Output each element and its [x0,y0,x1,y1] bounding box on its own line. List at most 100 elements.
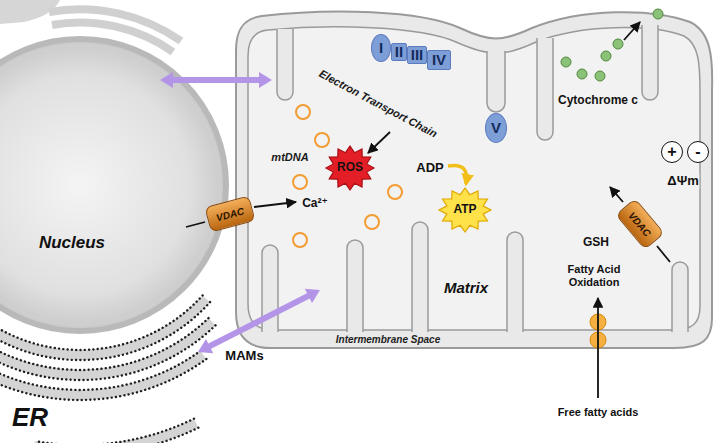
envelope-fragment [52,23,173,52]
flow-arrow [624,22,640,40]
cytochrome-dot [561,57,571,67]
connector-line [172,77,260,83]
complex-iv: IV [427,50,451,70]
endoplasmic-reticulum: ER [0,260,225,443]
envelope-fragment [0,0,181,52]
cytochrome-dot [595,71,605,81]
label-anchor: Fatty Acid Oxidation [557,263,631,289]
cristae [487,51,505,112]
protein-label: Cytochrome c [558,93,638,107]
node-label: III [411,47,424,64]
potential-label: ΔΨm [666,173,699,189]
node-label: VDAC [627,210,654,239]
cristae [277,29,293,100]
label-anchor: Ca²⁺ [302,196,328,210]
molecule-label: GSH [583,235,609,249]
mtdna-ring [293,233,307,247]
complex-ii: II [391,43,407,62]
flow-arrow [597,298,599,398]
mtdna-ring [315,133,329,147]
flow-arrow [254,202,296,207]
cristae [507,232,523,332]
cytochrome-dot [653,9,663,19]
nuclear-envelope [0,45,220,325]
label-anchor: Intermembrane Space [336,334,441,346]
atp-synthase: V [485,113,507,143]
organelle-name: ER [10,403,50,433]
flow-arrow [186,22,670,398]
atp-burst: ATP [438,187,492,233]
node-label: IV [432,52,446,69]
edge-label: MAMs [225,349,263,365]
inner-membrane [248,27,700,330]
label-anchor: Cytochrome c [558,93,638,107]
fatty-acid-transporter [590,314,606,348]
mitochondrion: MatrixIntermembrane SpaceIIIIIIIVVROSATP… [232,10,716,352]
ros-burst-shape [326,146,374,190]
mtdna-ring [388,185,402,199]
label-anchor: Free fatty acids [558,406,639,419]
cristae [672,262,688,332]
node-label: + [667,144,676,160]
molecule-label: Free fatty acids [558,406,639,419]
process-label: Fatty Acid Oxidation [557,263,631,289]
cristae [537,38,553,140]
cytochrome-dot [613,39,623,49]
ion-label: Ca²⁺ [302,196,328,210]
flow-arrow [657,246,670,262]
mitochondrion-outline [232,10,716,352]
envelope-fragment [0,0,60,24]
arrow-head [198,339,213,353]
er-cisterna [34,423,196,443]
node-label: VDAC [215,205,245,223]
ribosome-dots [0,318,208,370]
double-arrow [198,289,320,353]
ribosome-dots [0,354,206,400]
organelle-name: Nucleus [39,233,105,253]
fatty-acid-transporter [590,314,606,330]
node-label: V [491,120,501,137]
mtdna-ring [296,105,310,119]
cristae [262,245,278,332]
envelope-fragment [49,9,181,41]
cytochrome-dot [601,51,611,61]
complex-i: I [371,34,391,62]
arrow-head [160,72,173,88]
ribosome-dots [33,428,198,443]
cristae [347,240,363,332]
flow-arrow [368,132,390,153]
molecule-label: ADP [416,160,443,176]
ros-burst: ROS [325,145,375,191]
cytochrome-dot [577,69,587,79]
nucleus: Nucleus [0,30,235,340]
mtdna-ring [293,175,307,189]
label-anchor: ER [10,403,50,433]
nuclear-envelope [0,39,226,331]
label-anchor: GSH [583,235,609,249]
outer-membrane [236,12,712,348]
charge-circle: + [661,141,683,163]
node-label: ROS [337,161,363,174]
mtdna-ring [365,215,379,229]
cristae [412,222,428,332]
complex-iii: III [407,46,427,65]
label-anchor: ΔΨm [666,173,699,189]
node-label: ATP [453,203,476,216]
double-arrow [160,72,272,88]
label-anchor: Nucleus [39,233,105,253]
compartment-name: Intermembrane Space [336,334,441,346]
label-anchor: Matrix [444,279,488,297]
node-label: II [395,44,403,61]
label-anchor: ADP [416,160,443,176]
atp-burst-shape [439,188,491,232]
label-anchor: mtDNA [271,151,308,164]
fatty-acid-transporter [590,332,606,348]
dna-label: mtDNA [271,151,308,164]
arrow-head [305,289,320,303]
connector-line [209,295,310,346]
label-anchor: MAMs [225,349,263,365]
ribosome-dots [0,347,200,390]
